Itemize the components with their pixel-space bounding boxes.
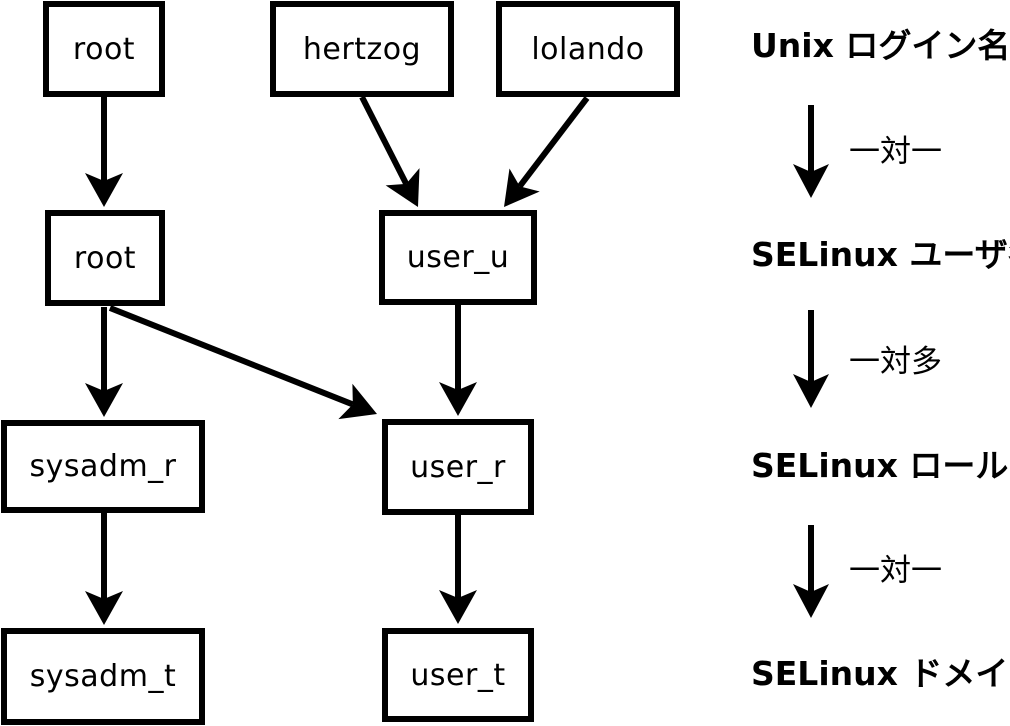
arrowhead-icon: [85, 383, 123, 417]
legend-level-selinux-role: SELinux ロール: [751, 446, 1009, 485]
node-selinux-root: root: [45, 210, 165, 306]
arrowhead-icon: [385, 168, 420, 207]
node-unix-hertzog: hertzog: [270, 1, 454, 97]
node-label-domain-user-t: user_t: [410, 657, 506, 693]
legend-level-selinux-user: SELinux ユーザ名: [751, 235, 1010, 274]
arrowhead-icon: [793, 374, 829, 408]
edge-role-sysadm-r-to-domain-sysadm-t: [85, 513, 123, 625]
node-role-user-r: user_r: [382, 419, 534, 515]
arrowhead-icon: [85, 173, 123, 207]
legend-level-selinux-domain: SELinux ドメイン: [751, 654, 1010, 693]
node-label-role-user-r: user_r: [410, 449, 506, 485]
edge-selinux-root-to-role-sysadm-r: [85, 307, 123, 417]
node-label-unix-root: root: [72, 31, 136, 67]
edge-role-user-r-to-domain-user-t: [439, 515, 477, 624]
legend-arrow-selinux-role-to-selinux-domain: [793, 525, 829, 618]
node-role-sysadm-r: sysadm_r: [1, 420, 205, 513]
node-label-selinux-user-u: user_u: [406, 240, 510, 275]
node-label-domain-sysadm-t: sysadm_t: [29, 659, 177, 694]
node-domain-sysadm-t: sysadm_t: [1, 628, 205, 725]
legend-relation-one-to-many: 一対多: [849, 344, 942, 380]
edge-selinux-root-to-role-user-r: [108, 305, 377, 420]
legend-relation-one-to-one-2: 一対一: [849, 553, 942, 589]
arrowhead-icon: [85, 591, 123, 625]
arrowhead-icon: [793, 584, 829, 618]
arrowhead-icon: [793, 164, 829, 198]
edge-unix-hertzog-to-selinux-user-u: [359, 95, 420, 207]
node-label-unix-lolando: lolando: [531, 31, 645, 67]
arrowhead-icon: [504, 168, 540, 207]
legend-relation-one-to-one-1: 一対一: [849, 134, 942, 170]
node-unix-lolando: lolando: [496, 1, 680, 97]
node-label-role-sysadm-r: sysadm_r: [29, 449, 177, 484]
node-label-selinux-root: root: [73, 240, 137, 276]
edge-unix-root-to-selinux-root: [85, 97, 123, 207]
node-selinux-user-u: user_u: [379, 210, 537, 305]
legend-arrow-selinux-user-to-selinux-role: [793, 310, 829, 408]
node-label-unix-hertzog: hertzog: [302, 31, 422, 67]
legend-arrow-unix-login-to-selinux-user: [793, 105, 829, 198]
arrowhead-icon: [338, 383, 377, 420]
edge-unix-lolando-to-selinux-user-u: [504, 96, 590, 207]
edge-selinux-user-u-to-role-user-r: [439, 304, 477, 416]
arrowhead-icon: [439, 590, 477, 624]
node-unix-root: root: [43, 1, 165, 97]
arrowhead-icon: [439, 382, 477, 416]
legend-level-unix-login: Unix ログイン名: [751, 26, 1010, 65]
node-domain-user-t: user_t: [382, 628, 534, 722]
